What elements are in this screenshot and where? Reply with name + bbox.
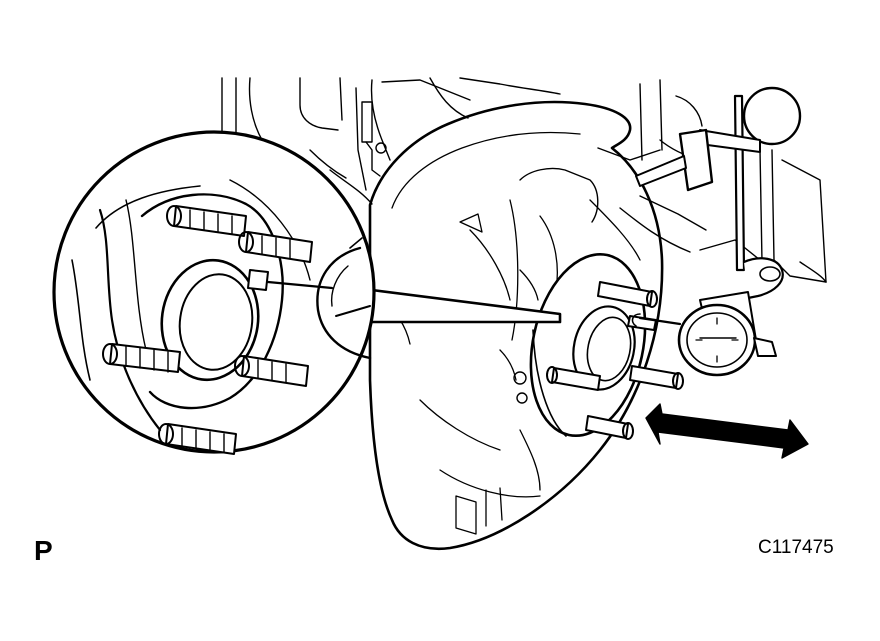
brake-dust-shield — [370, 102, 662, 549]
detail-callout — [54, 132, 560, 454]
figure-code: C117475 — [758, 537, 834, 558]
dial-indicator — [633, 292, 776, 375]
magnetic-base — [636, 88, 800, 298]
suspension-background — [222, 78, 826, 282]
corner-letter: P — [34, 535, 53, 566]
movement-arrow — [646, 404, 808, 458]
